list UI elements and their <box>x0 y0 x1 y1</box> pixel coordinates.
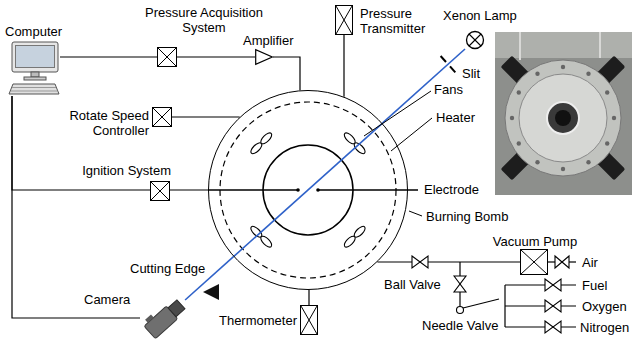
slit-blade <box>450 66 455 72</box>
camera-icon: Camera <box>140 300 190 336</box>
cutting-edge-blade <box>203 284 219 300</box>
signal-line <box>308 290 309 305</box>
part-label: Slit <box>462 66 480 81</box>
cross-mark <box>151 182 169 200</box>
cross-mark <box>301 306 317 334</box>
gas-pipe <box>377 261 520 262</box>
cross-mark <box>521 250 547 274</box>
valve-symbol <box>545 321 561 333</box>
gas-label: Oxygen <box>582 299 627 314</box>
needle-valve-switch <box>463 299 499 308</box>
pipe <box>505 326 576 327</box>
signal-line <box>343 35 344 97</box>
slit-blade <box>441 56 446 62</box>
node-label: Computer <box>5 24 62 39</box>
lamp-symbol <box>465 30 485 50</box>
part-label: Cutting Edge <box>130 261 205 276</box>
photo-ground <box>495 32 632 195</box>
controller-box: Rotate Speed Controller <box>152 107 172 127</box>
photo-window <box>547 102 579 134</box>
xenon-lamp: Xenon Lamp <box>465 30 485 50</box>
cross-mark <box>158 48 176 66</box>
fan <box>343 225 367 249</box>
signal-line <box>177 56 255 57</box>
valve-symbol <box>412 256 428 268</box>
photo-cover <box>519 74 607 162</box>
node-label: Xenon Lamp <box>443 8 517 23</box>
part-label: Needle Valve <box>422 318 498 333</box>
part-label: Fans <box>434 82 463 97</box>
node-label: Pressure Transmitter <box>360 6 440 36</box>
photo-window-core <box>555 110 571 126</box>
photo-pipe <box>519 32 521 60</box>
part-label: Heater <box>436 110 475 125</box>
node-label: Camera <box>84 292 130 307</box>
computer-drawing <box>8 41 60 96</box>
photo-wall <box>495 32 632 58</box>
cross-mark <box>153 108 171 126</box>
node-label: Burning Bomb <box>426 209 508 224</box>
computer-icon: Computer <box>8 41 60 96</box>
node-label: Ignition System <box>41 163 171 178</box>
part-label: Ball Valve <box>384 277 441 292</box>
valve-symbol <box>545 300 561 312</box>
fan <box>249 131 273 155</box>
valve-symbol <box>454 276 466 292</box>
cross-mark <box>336 6 352 34</box>
gas-label: Air <box>582 255 598 270</box>
photo-flange <box>505 60 621 176</box>
node-label: Rotate Speed Controller <box>63 108 149 138</box>
apparatus-photo <box>495 32 632 195</box>
needle-valve-pivot <box>457 307 464 314</box>
amplifier-triangle <box>255 49 273 65</box>
camera-drawing <box>140 300 190 336</box>
ignition-box: Ignition System <box>150 181 170 201</box>
amplifier-symbol: Amplifier <box>255 49 273 65</box>
electrode <box>208 189 298 190</box>
node-label: Pressure Acquisition System <box>141 5 267 35</box>
electrode <box>318 189 418 190</box>
combustion-bomb: Burning Bomb <box>208 90 408 290</box>
leader-line <box>391 118 432 151</box>
fan <box>249 225 273 249</box>
valve-symbol <box>555 256 569 268</box>
gas-label: Fuel <box>582 278 607 293</box>
electrode-tip <box>296 188 300 192</box>
photo-bolts <box>510 65 616 171</box>
signal-line <box>170 189 208 190</box>
node-label: Vacuum Pump <box>490 234 580 249</box>
node-label: Thermometer <box>217 313 297 328</box>
signal-line <box>273 57 300 90</box>
transmitter-box: Pressure Transmitter <box>335 5 353 35</box>
signal-line <box>60 56 157 57</box>
leader-line <box>364 91 431 136</box>
leader-line <box>409 211 422 216</box>
acquisition-box: Pressure Acquisition System <box>157 47 177 67</box>
thermometer-box: Thermometer <box>300 305 318 335</box>
fan <box>343 131 367 155</box>
gas-lines <box>460 262 576 327</box>
gas-label: Nitrogen <box>580 320 629 335</box>
pipe <box>505 305 576 306</box>
pipe <box>505 284 576 285</box>
part-label: Electrode <box>424 182 479 197</box>
light-beam <box>234 123 383 256</box>
valve-symbol <box>545 279 561 291</box>
node-label: Amplifier <box>243 33 294 48</box>
photo-pipe <box>599 32 601 58</box>
electrode-tip <box>316 188 320 192</box>
signal-line <box>172 116 240 117</box>
vacuum-pump-box: Vacuum Pump <box>520 249 548 275</box>
